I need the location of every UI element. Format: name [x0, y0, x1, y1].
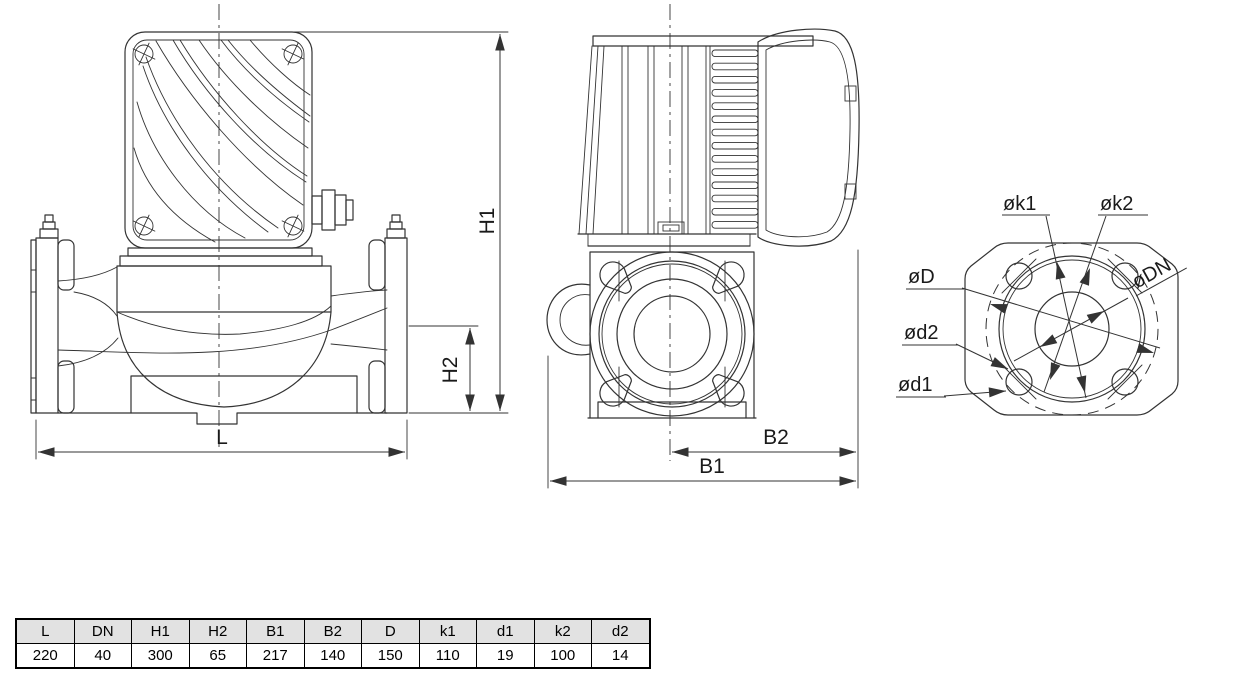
table-header-cell: L	[15, 618, 75, 644]
motor-swirl-pattern	[133, 39, 311, 243]
table-header-cell: DN	[73, 618, 132, 644]
dim-label-H2: H2	[439, 357, 462, 384]
cable-gland	[311, 189, 354, 231]
callout-k1: øk1	[1002, 193, 1087, 399]
table-value-cell: 100	[533, 643, 592, 669]
flange-bolt-holes	[1001, 258, 1143, 400]
casting-seams	[57, 266, 388, 367]
callout-k2: øk2	[1043, 193, 1148, 393]
label-D: øD	[908, 266, 935, 288]
dimension-H2: H2	[408, 325, 479, 411]
table-value-cell: 19	[476, 643, 535, 669]
side-view: B2 B1	[546, 4, 860, 489]
table-value-cell: 300	[131, 643, 190, 669]
right-discharge-flange	[368, 214, 408, 414]
side-port-bump	[546, 283, 591, 356]
table-value-cell: 40	[73, 643, 132, 669]
flange-octagon	[964, 242, 1179, 416]
table-header-cell: d2	[591, 618, 650, 644]
table-header-cell: k1	[418, 618, 477, 644]
corner-screws	[132, 42, 305, 238]
label-d1: ød1	[898, 374, 932, 396]
table-header-cell: H2	[188, 618, 247, 644]
table-value-cell: 14	[591, 643, 650, 669]
callout-d2: ød2	[902, 322, 1009, 370]
table-header-cell: k2	[533, 618, 592, 644]
front-view: L H1 H2	[30, 4, 509, 460]
table-value-cell: 110	[418, 643, 477, 669]
table-header-cell: B2	[303, 618, 362, 644]
dimension-L: L	[35, 419, 408, 460]
table-value-row: 220 40 300 65 217 140 150 110 19 100 14	[15, 643, 650, 669]
table-header-cell: H1	[131, 618, 190, 644]
callout-d1: ød1	[896, 374, 1007, 398]
motor-housing	[119, 31, 354, 267]
table-value-cell: 217	[246, 643, 305, 669]
bolt-circle-dashed	[985, 242, 1159, 416]
table-value-cell: 65	[188, 643, 247, 669]
bore-circle	[1034, 291, 1110, 367]
technical-drawing-svg: L H1 H2	[30, 4, 1187, 489]
horizontal-fins	[711, 49, 759, 229]
dimension-B2: B2	[672, 426, 856, 457]
dimension-table: L DN H1 H2 B1 B2 D k1 d1 k2 d2 220 40 30…	[15, 618, 651, 669]
table-header-cell: d1	[476, 618, 535, 644]
table-value-cell: 150	[361, 643, 420, 669]
left-suction-flange	[30, 214, 75, 414]
pump-body	[57, 265, 388, 425]
label-k2: øk2	[1100, 193, 1133, 215]
flange-face-view: øk1 øk2 øD øDN	[896, 193, 1187, 416]
flange-bolt	[39, 214, 59, 239]
dim-label-B2: B2	[763, 426, 789, 449]
label-d2: ød2	[904, 322, 938, 344]
dim-label-B1: B1	[699, 455, 725, 478]
table-value-cell: 140	[303, 643, 362, 669]
table-header-cell: D	[361, 618, 420, 644]
dimension-H1: H1	[289, 31, 509, 414]
dim-label-H1: H1	[476, 208, 499, 235]
table-header-cell: B1	[246, 618, 305, 644]
terminal-box	[757, 28, 860, 247]
vertical-fins	[578, 45, 711, 235]
label-k1: øk1	[1003, 193, 1036, 215]
table-header-row: L DN H1 H2 B1 B2 D k1 d1 k2 d2	[15, 618, 650, 644]
dim-label-L: L	[216, 426, 228, 449]
flange-bolt	[386, 214, 406, 239]
motor-side	[577, 28, 860, 247]
dimension-B1: B1	[547, 249, 859, 489]
flange-bolt-holes-side	[593, 255, 751, 413]
callout-D: øD	[906, 266, 1161, 353]
table-value-cell: 220	[15, 643, 75, 669]
pump-side	[546, 251, 757, 419]
